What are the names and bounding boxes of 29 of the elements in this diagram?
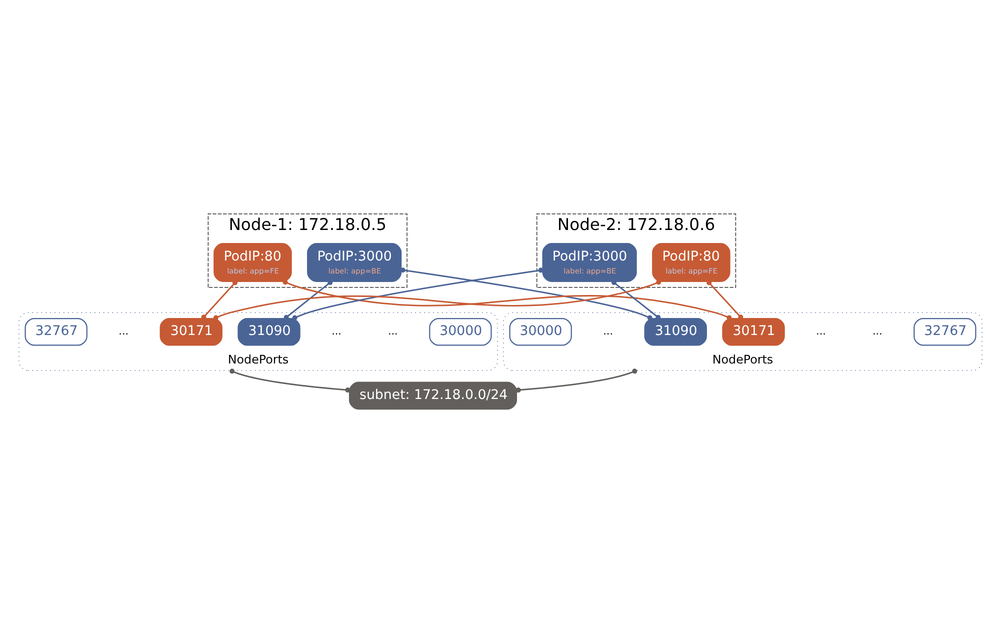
label: ... [331, 326, 341, 338]
node-box: 32767 [913, 318, 976, 346]
connector [706, 280, 743, 320]
connector [282, 280, 732, 320]
node-box: subnet: 172.18.0.0/24 [348, 382, 516, 410]
connector [200, 280, 238, 320]
connector [229, 368, 350, 393]
node-box: 30171 [722, 318, 784, 346]
connector [292, 268, 543, 320]
label: ... [387, 326, 398, 338]
node-box: PodIP:3000 label: app=BE [306, 243, 402, 282]
node-box: 30000 [428, 318, 492, 346]
node-box: 32767 [24, 318, 87, 346]
node-box: PodIP:80 label: app=FE [213, 243, 292, 282]
node-box: 30171 [159, 318, 222, 346]
connector [283, 280, 332, 320]
label: ... [872, 326, 882, 338]
label: ... [602, 326, 613, 338]
connector [212, 280, 661, 320]
connector [610, 280, 660, 320]
node-box: PodIP:3000 label: app=BE [542, 243, 636, 282]
connector [515, 368, 637, 393]
node-box: 30000 [508, 318, 572, 346]
label: ... [816, 326, 826, 338]
node-box: PodIP:80 label: app=FE [652, 243, 730, 282]
node-box: 31090 [237, 318, 300, 346]
label: ... [118, 326, 128, 338]
connector [400, 268, 652, 320]
node-box: 31090 [644, 318, 706, 346]
